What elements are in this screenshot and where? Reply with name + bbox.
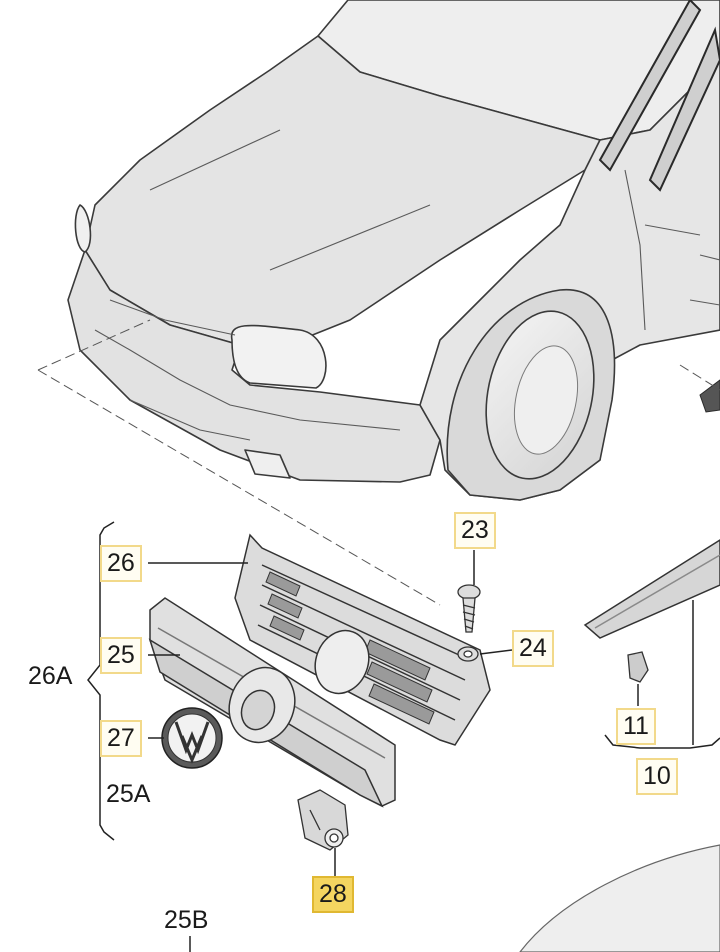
side-mirror	[699, 379, 720, 413]
callout-25B: 25B	[164, 906, 209, 934]
fog-light	[244, 449, 291, 479]
car-front-illustration	[67, 0, 720, 501]
group-bracket-10	[604, 734, 720, 749]
upper-grille-badge-ring	[314, 629, 370, 695]
callout-25A: 25A	[106, 780, 151, 808]
wiper-arms	[598, 0, 720, 192]
callout-10: 10	[636, 758, 678, 795]
callout-27: 27	[100, 720, 142, 757]
lower-grille	[148, 597, 396, 808]
washer-part	[457, 646, 479, 662]
group-bracket-26A	[87, 521, 115, 841]
screw-part	[457, 584, 481, 633]
car-detail-lines	[94, 129, 720, 441]
dashed-leaders	[37, 319, 720, 606]
vw-letters-icon	[174, 721, 210, 764]
vw-emblem	[161, 707, 223, 769]
molding-clip	[627, 651, 649, 683]
callout-26: 26	[100, 545, 142, 582]
headlight	[230, 324, 327, 389]
callout-11: 11	[616, 708, 656, 745]
left-headlight	[74, 204, 92, 253]
callout-23: 23	[454, 512, 496, 549]
wheel-hub	[514, 345, 578, 455]
callout-25: 25	[100, 637, 142, 674]
callout-28: 28	[312, 876, 354, 913]
leader-lines	[87, 521, 720, 952]
lower-body-hint	[519, 844, 720, 952]
molding-strip	[583, 539, 720, 639]
callout-24: 24	[512, 630, 554, 667]
callout-26A: 26A	[28, 662, 73, 690]
clip-part	[297, 789, 349, 851]
upper-grille	[234, 533, 491, 746]
